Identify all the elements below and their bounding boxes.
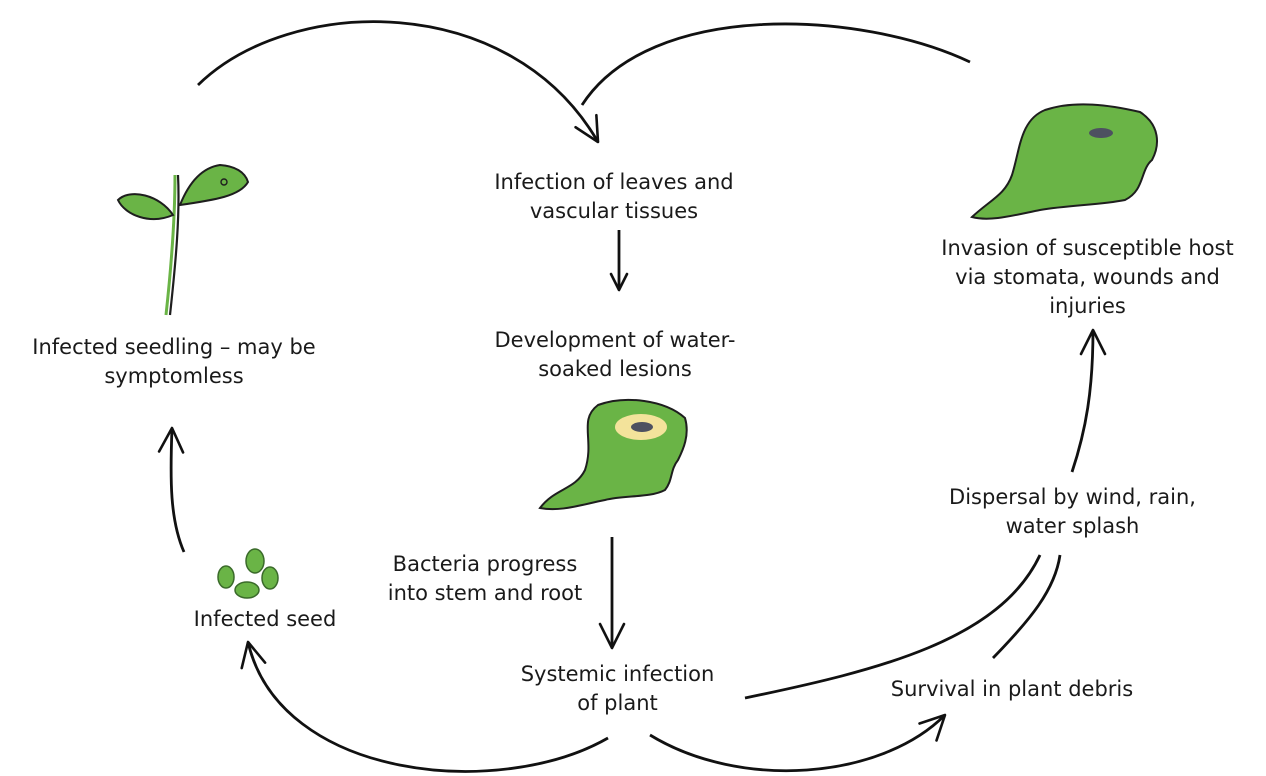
label-line: Dispersal by wind, rain,	[925, 483, 1220, 512]
arrow-seed-to-seedling	[171, 428, 184, 552]
label-survival-debris: Survival in plant debris	[862, 675, 1162, 704]
label-line: symptomless	[4, 362, 344, 391]
arrow-seedling-to-infection	[198, 22, 598, 142]
arrow-debris-to-dispersal	[993, 555, 1060, 658]
label-infection-leaves: Infection of leaves and vascular tissues	[469, 168, 759, 226]
label-line: Survival in plant debris	[862, 675, 1162, 704]
label-systemic-infection: Systemic infection of plant	[495, 660, 740, 718]
label-line: into stem and root	[360, 579, 610, 608]
label-line: Infection of leaves and	[469, 168, 759, 197]
label-development-lesions: Development of water- soaked lesions	[470, 326, 760, 384]
label-line: Bacteria progress	[360, 550, 610, 579]
label-line: via stomata, wounds and	[915, 263, 1260, 292]
arrow-invasion-to-infection	[582, 24, 970, 105]
label-infected-seedling: Infected seedling – may be symptomless	[4, 333, 344, 391]
label-line: water splash	[925, 512, 1220, 541]
label-line: Infected seed	[170, 605, 360, 634]
label-line: Infected seedling – may be	[4, 333, 344, 362]
seedling-icon	[118, 165, 248, 315]
label-line: Systemic infection	[495, 660, 740, 689]
arrow-dispersal-to-invasion	[1072, 330, 1093, 472]
lesion-leaf-icon	[540, 400, 687, 509]
label-line: of plant	[495, 689, 740, 718]
label-bacteria-progress: Bacteria progress into stem and root	[360, 550, 610, 608]
seeds-icon	[218, 549, 278, 598]
label-line: vascular tissues	[469, 197, 759, 226]
label-invasion: Invasion of susceptible host via stomata…	[915, 234, 1260, 321]
label-infected-seed: Infected seed	[170, 605, 360, 634]
label-line: soaked lesions	[470, 355, 760, 384]
label-dispersal: Dispersal by wind, rain, water splash	[925, 483, 1220, 541]
label-line: Development of water-	[470, 326, 760, 355]
label-line: injuries	[915, 292, 1260, 321]
leaf-spot-icon	[972, 104, 1157, 218]
label-line: Invasion of susceptible host	[915, 234, 1260, 263]
arrow-systemic-to-debris	[650, 715, 945, 771]
